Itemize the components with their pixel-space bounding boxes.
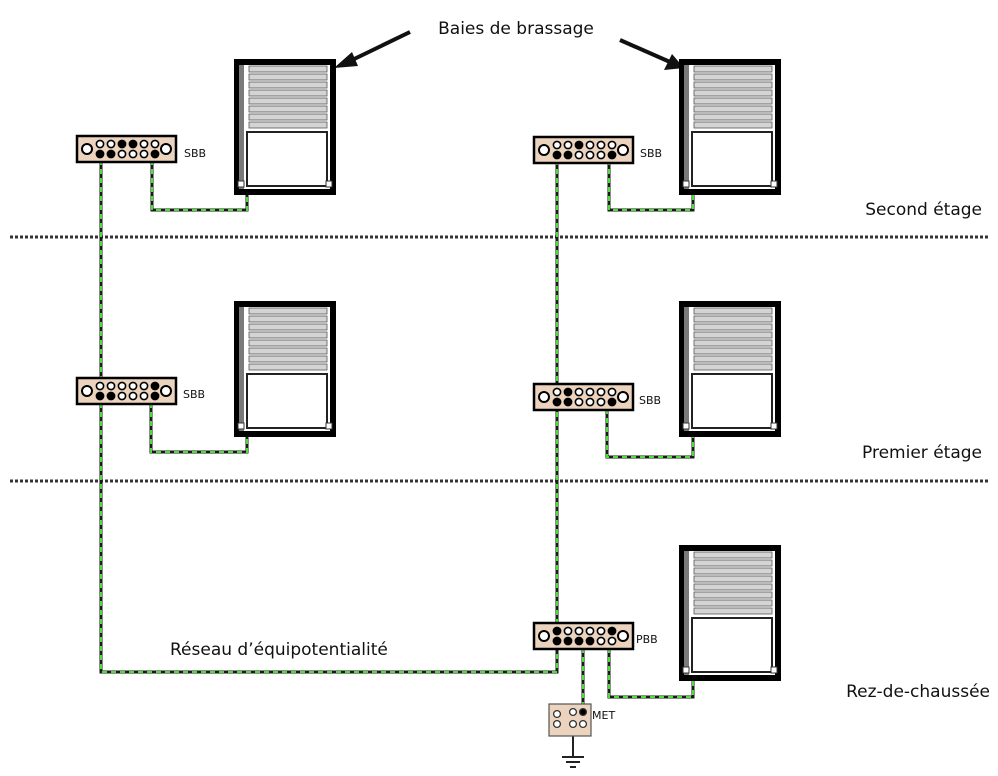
patch-rack-left-1 — [234, 301, 336, 437]
floor-label-second: Second étage — [865, 200, 982, 220]
sbb-label-right-1: SBB — [639, 394, 661, 407]
wire-group — [99, 160, 695, 706]
patch-racks — [234, 59, 781, 681]
sbb-label-left-2: SBB — [184, 147, 206, 160]
bond-wire-sbb-left-2 — [151, 160, 248, 211]
patch-rack-right-1 — [679, 301, 781, 437]
met-bar — [548, 703, 592, 737]
pbb-bar — [532, 621, 635, 651]
floor-label-ground: Rez-de-chaussée — [846, 682, 990, 702]
patch-rack-left-2 — [234, 59, 336, 195]
bond-wire-pbb-rack — [608, 648, 694, 698]
patch-bays-title: Baies de brassage — [438, 19, 594, 39]
bond-wire-sbb-left-1 — [150, 403, 248, 453]
met-label: MET — [592, 709, 615, 722]
patch-rack-ground — [679, 545, 781, 681]
arrow-group — [334, 30, 684, 70]
patch-rack-right-2 — [679, 59, 781, 195]
arrow-right — [619, 38, 671, 64]
sbb-label-left-1: SBB — [183, 388, 205, 401]
pbb-label: PBB — [636, 633, 658, 646]
bonding-bars — [75, 134, 635, 737]
equipotential-network-label: Réseau d’équipotentialité — [170, 640, 388, 660]
equipotential-wire-main-left — [100, 160, 558, 673]
sbb-bar-left-2 — [75, 134, 178, 164]
sbb-label-right-2: SBB — [640, 147, 662, 160]
bond-wire-sbb-right-1 — [606, 409, 694, 458]
arrow-left — [347, 30, 411, 64]
sbb-bar-left-1 — [75, 376, 178, 406]
sbb-bar-right-1 — [532, 382, 635, 412]
floor-label-first: Premier étage — [862, 443, 982, 463]
sbb-bar-right-2 — [532, 135, 635, 165]
earth-ground-symbol — [562, 736, 584, 768]
